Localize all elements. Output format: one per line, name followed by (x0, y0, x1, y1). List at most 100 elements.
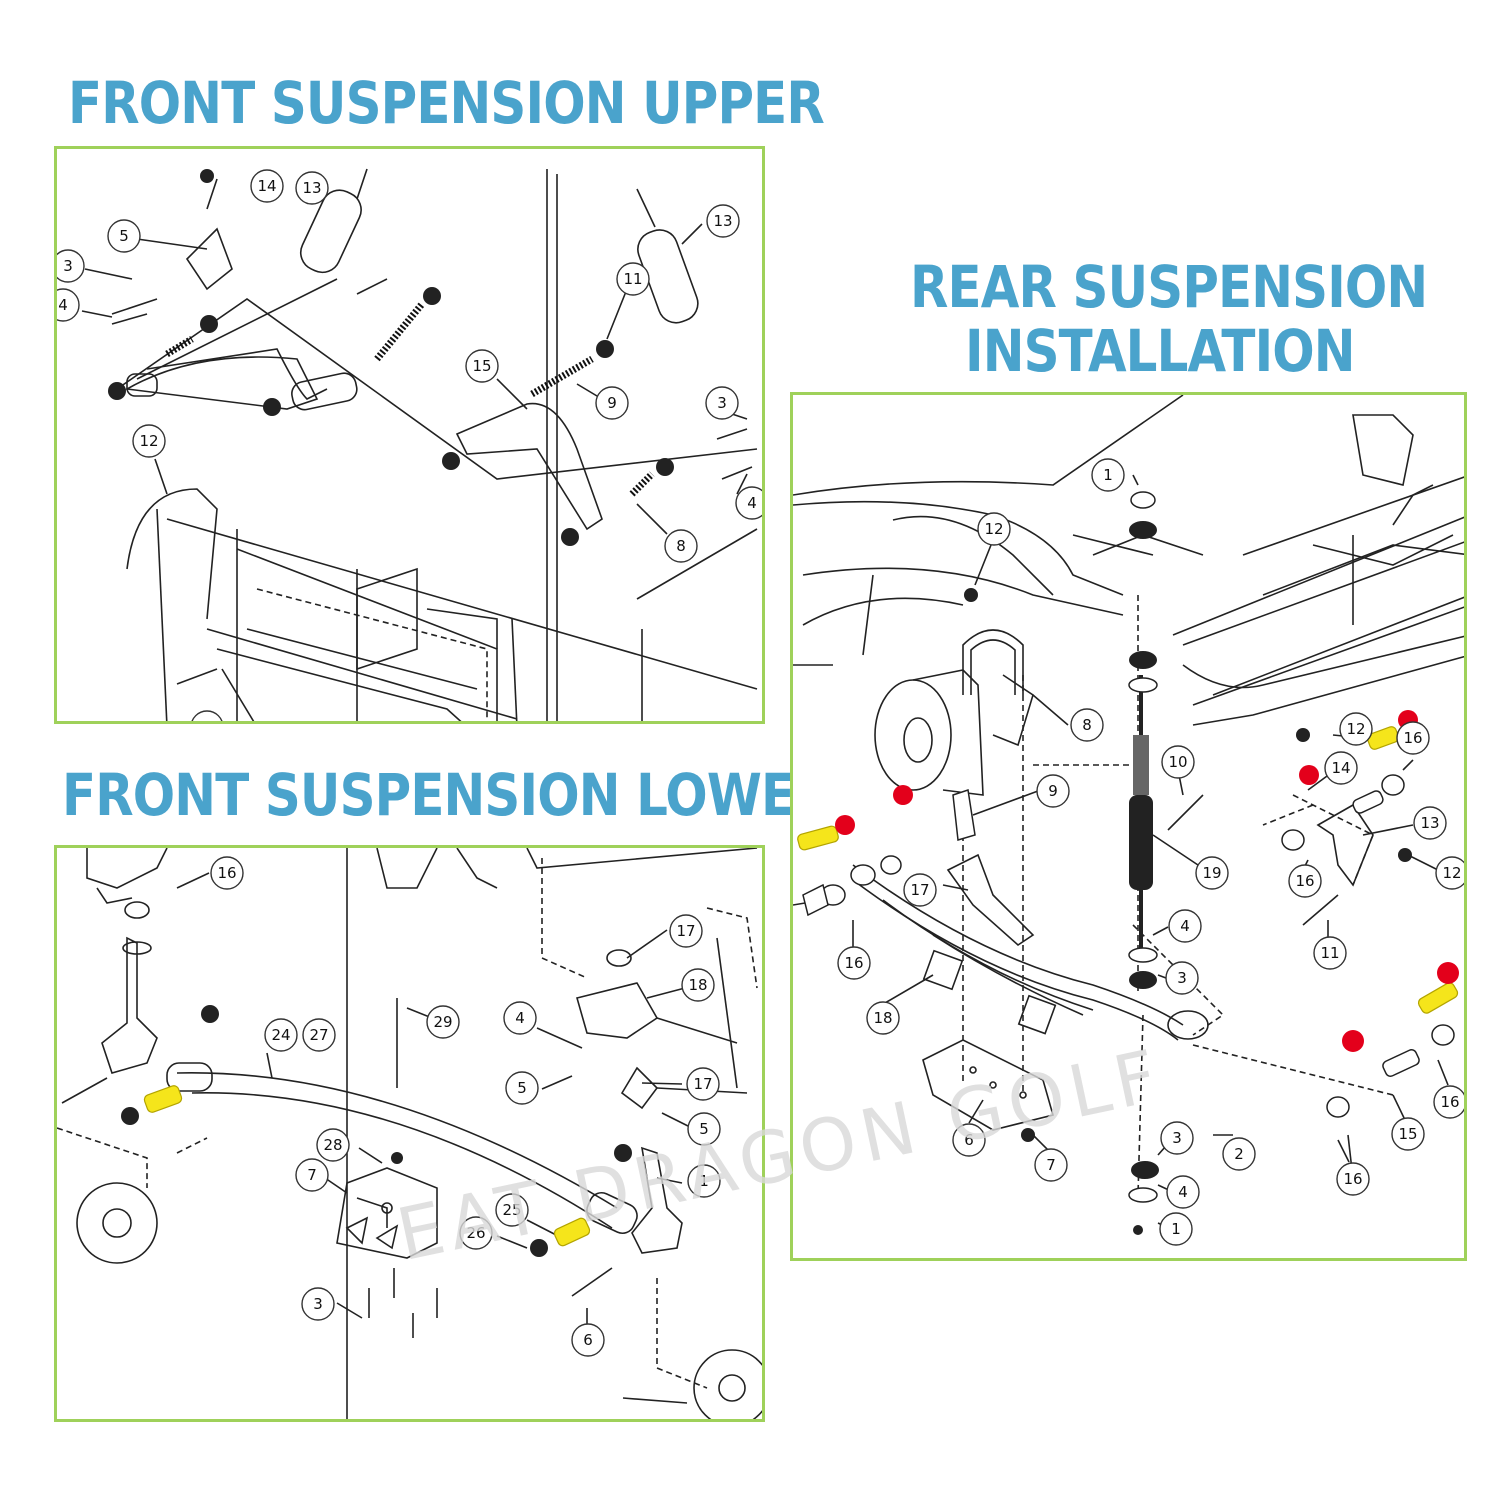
upper-callout-circle (107, 219, 141, 253)
rear-callout-label: 10 (1168, 753, 1187, 771)
rear-callout-circle (1413, 806, 1447, 840)
rear-callout-label: 12 (1442, 864, 1461, 882)
lower-callout-circle (316, 1128, 350, 1162)
lower-callout-label: 1 (699, 1172, 709, 1190)
rear-callout-circle (952, 1123, 986, 1157)
upper-callout-label: 11 (623, 270, 642, 288)
rear-callout-circle (1313, 936, 1347, 970)
rear-callout-label: 3 (1172, 1129, 1182, 1147)
lower-callout-label: 5 (699, 1120, 709, 1138)
upper-callout-circle (191, 710, 223, 721)
upper-callout-circle (132, 424, 166, 458)
rear-callout-circle (1336, 1162, 1370, 1196)
upper-callout-circle (616, 262, 650, 296)
upper-callout-circle (57, 288, 80, 322)
rear-callout-circle (903, 873, 937, 907)
rear-callout-label: 9 (1048, 782, 1058, 800)
upper-callout-label: 15 (472, 357, 491, 375)
lower-callout-circle (301, 1287, 335, 1321)
rear-callout-circle (1036, 774, 1070, 808)
rear-callout-circle (1161, 745, 1195, 779)
rear-callout-circle (1435, 856, 1464, 890)
upper-callout-label: 13 (302, 179, 321, 197)
lower-callout-circle (295, 1158, 329, 1192)
rear-callout-label: 6 (964, 1131, 974, 1149)
lower-callout-circle (264, 1018, 298, 1052)
rear-callout-circle (837, 946, 871, 980)
lower-callout-label: 17 (676, 922, 695, 940)
rear-callout-label: 13 (1420, 814, 1439, 832)
lower-callout-label: 18 (688, 976, 707, 994)
upper-callout-label: 14 (257, 177, 276, 195)
lower-callout-label: 7 (307, 1166, 317, 1184)
lower-callout-label: 3 (313, 1295, 323, 1313)
rear-callout-label: 1 (1171, 1220, 1181, 1238)
rear-callout-circle (1165, 961, 1199, 995)
rear-callout-label: 16 (844, 954, 863, 972)
front-lower-title: FRONT SUSPENSION LOWER (62, 761, 833, 829)
upper-callout-label: 5 (119, 227, 129, 245)
upper-callout-label: 12 (139, 432, 158, 450)
upper-callout-circle (664, 529, 698, 563)
lower-callout-label: 5 (517, 1079, 527, 1097)
lower-callout-circle (686, 1067, 720, 1101)
lower-callout-circle (669, 914, 703, 948)
upper-callout-label: 4 (747, 494, 757, 512)
rear-callout-circle (1288, 864, 1322, 898)
rear-callout-circle (1339, 712, 1373, 746)
lower-callout-circle (687, 1164, 721, 1198)
upper-callout-label: 13 (713, 212, 732, 230)
upper-callout-circle (250, 169, 284, 203)
upper-callout-label: 8 (676, 537, 686, 555)
rear-callout-label: 14 (1331, 759, 1350, 777)
rear-callout-circle (1034, 1148, 1068, 1182)
rear-callout-label: 4 (1178, 1183, 1188, 1201)
lower-callout-label: 24 (271, 1026, 290, 1044)
rear-callout-circle (1222, 1137, 1256, 1171)
upper-callout-label: 4 (58, 296, 68, 314)
rear-callout-label: 7 (1046, 1156, 1056, 1174)
upper-callout-circle (735, 486, 762, 520)
lower-callout-label: 26 (466, 1224, 485, 1242)
lower-callout-label: 16 (217, 864, 236, 882)
rear-callout-label: 16 (1295, 872, 1314, 890)
upper-callout-circle (57, 249, 85, 283)
upper-callout-label: 3 (63, 257, 73, 275)
rear-callout-label: 18 (873, 1009, 892, 1027)
upper-callout-circle (595, 386, 629, 420)
rear-callout-label: 4 (1180, 917, 1190, 935)
rear-callout-circle (1070, 708, 1104, 742)
lower-callout-circle (681, 968, 715, 1002)
rear-callout-circle (1433, 1085, 1464, 1119)
upper-callout-circle (295, 171, 329, 205)
rear-callout-circle (1160, 1121, 1194, 1155)
rear-callout-label: 2 (1234, 1145, 1244, 1163)
lower-callout-circle (571, 1323, 605, 1357)
rear-callout-label: 1 (1103, 466, 1113, 484)
rear-callout-circle (1396, 721, 1430, 755)
lower-callout-circle (505, 1071, 539, 1105)
lower-callout-label: 25 (502, 1201, 521, 1219)
rear-callout-label: 3 (1177, 969, 1187, 987)
lower-callout-label: 6 (583, 1331, 593, 1349)
rear-callout-circle (1391, 1117, 1425, 1151)
lower-callout-circle (503, 1001, 537, 1035)
rear-callout-label: 16 (1403, 729, 1422, 747)
upper-callout-label: 9 (607, 394, 617, 412)
rear-callout-label: 11 (1320, 944, 1339, 962)
rear-callout-circle (1324, 751, 1358, 785)
rear-callout-circle (1168, 909, 1202, 943)
rear-title-line2: INSTALLATION (965, 317, 1356, 385)
lower-callout-label: 29 (433, 1013, 452, 1031)
lower-callout-label: 4 (515, 1009, 525, 1027)
rear-callout-label: 8 (1082, 716, 1092, 734)
upper-callout-label: 1 (202, 718, 212, 724)
rear-callout-circle (977, 512, 1011, 546)
lower-callout-circle (687, 1112, 721, 1146)
